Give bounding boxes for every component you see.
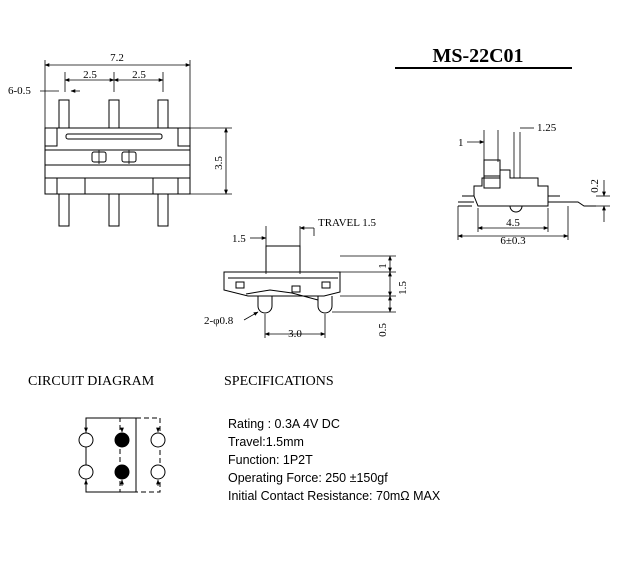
dim-total-width: 6±0.3: [500, 235, 526, 247]
dim-pin-size: 6-0.5: [8, 85, 31, 97]
model-title: MS-22C01: [432, 45, 523, 67]
dim-knob-height: 1: [377, 263, 389, 269]
circuit-diagram-heading: CIRCUIT DIAGRAM: [28, 374, 155, 389]
dim-body-width: 4.5: [506, 217, 520, 229]
dim-knob-width: 1.5: [232, 233, 246, 245]
dim-peg-diameter: 2-φ0.8: [204, 315, 234, 327]
dim-pin-pitch-left: 2.5: [83, 69, 97, 81]
spec-rating: Rating : 0.3A 4V DC: [228, 417, 340, 431]
dim-standoff: 0.2: [589, 179, 601, 193]
spec-function: Function: 1P2T: [228, 453, 313, 467]
circuit-solid-frame: [85, 417, 137, 493]
dim-peg-length: 0.5: [377, 323, 389, 337]
dim-overall-width: 7.2: [110, 52, 124, 64]
circuit-diagram: [78, 417, 166, 493]
top-view-drawing: 7.2 2.5 2.5 6-0.5: [8, 52, 232, 227]
specifications-heading: SPECIFICATIONS: [224, 374, 334, 389]
common-contact-top: [114, 432, 130, 448]
dim-pin-pitch-right: 2.5: [132, 69, 146, 81]
front-view-drawing: 1.5 TRAVEL 1.5 1 1.5 0.5 2-φ0.8: [204, 217, 409, 340]
spec-operating-force: Operating Force: 250 ±150gf: [228, 471, 388, 485]
circuit-dashed-frame: [119, 417, 161, 493]
title-block: MS-22C01: [395, 45, 572, 69]
common-contact-bottom: [114, 464, 130, 480]
dim-actuator-width: 1: [458, 137, 464, 149]
side-view-drawing: 1 1.25 0.2 4.5 6±0.3: [457, 122, 610, 247]
specifications-list: Rating : 0.3A 4V DC Travel:1.5mm Functio…: [228, 417, 441, 503]
dim-peg-spacing: 3.0: [288, 328, 302, 340]
spec-travel: Travel:1.5mm: [228, 435, 304, 449]
travel-label: TRAVEL 1.5: [318, 217, 377, 229]
dim-actuator-offset: 1.25: [537, 122, 557, 134]
dim-body-height-front: 1.5: [397, 281, 409, 295]
dim-body-height: 3.5: [213, 156, 225, 170]
spec-contact-resistance: Initial Contact Resistance: 70mΩ MAX: [228, 489, 441, 503]
